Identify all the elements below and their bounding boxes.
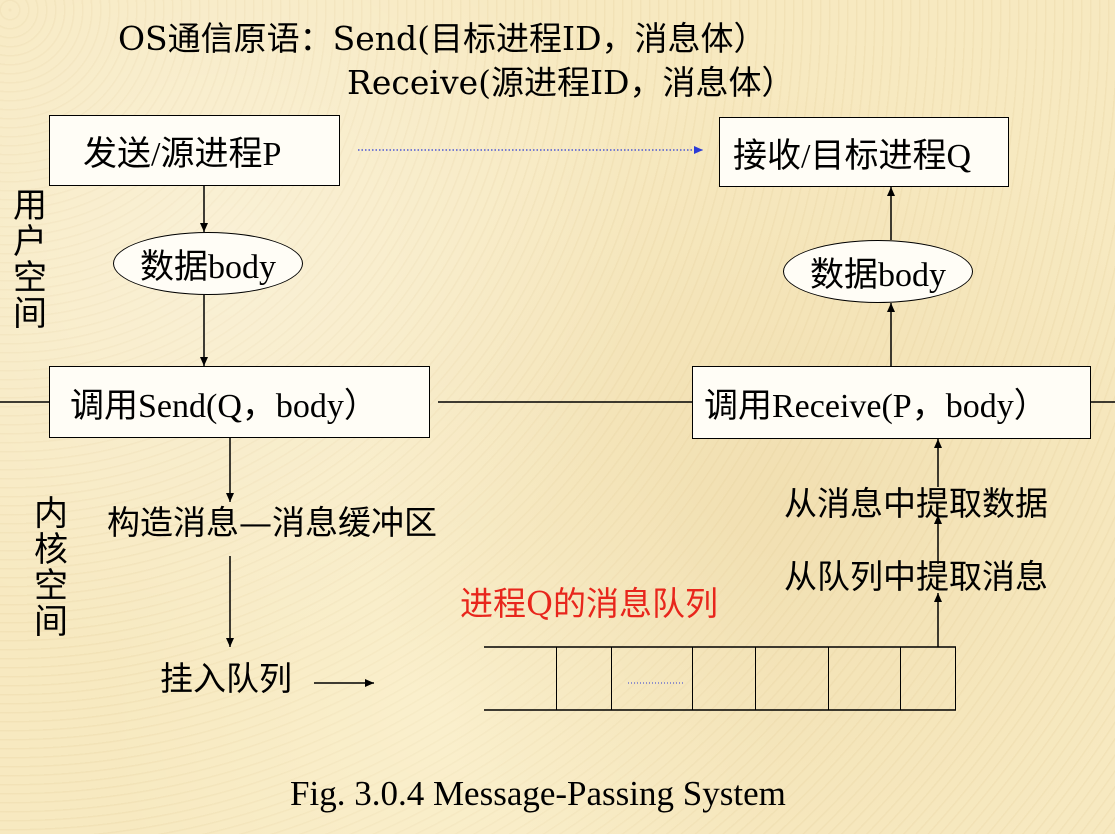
build-message-step: 构造消息—消息缓冲区 [107, 503, 437, 542]
header-send-primitive: OS通信原语：Send(目标进程ID，消息体） [118, 19, 767, 58]
sender-process-label: 发送/源进程P [83, 136, 282, 173]
figure-caption: Fig. 3.0.4 Message-Passing System [290, 774, 786, 813]
message-queue-label: 进程Q的消息队列 [460, 584, 719, 623]
receiver-data-ellipse: 数据body [783, 240, 973, 303]
sender-data-ellipse: 数据body [113, 232, 303, 295]
send-call-box: 调用Send(Q，body） [49, 366, 430, 438]
sender-data-label: 数据body [140, 249, 276, 286]
extract-message-step: 从队列中提取消息 [784, 557, 1048, 596]
queue-cell-divider [900, 647, 956, 710]
send-call-label: 调用Send(Q，body） [70, 387, 378, 425]
receiver-process-box: 接收/目标进程Q [719, 117, 1009, 187]
receiver-data-label: 数据body [810, 257, 946, 294]
user-space-label: 用户 空间 [13, 186, 47, 334]
enqueue-step: 挂入队列 [160, 659, 292, 698]
queue-cell-divider [828, 647, 901, 710]
header-receive-primitive: Receive(源进程ID，消息体） [347, 63, 795, 102]
queue-cell-divider [755, 647, 829, 710]
receive-call-box: 调用Receive(P，body） [692, 366, 1091, 439]
sender-process-box: 发送/源进程P [49, 115, 340, 186]
receiver-process-label: 接收/目标进程Q [733, 137, 971, 175]
kernel-space-label: 内核 空间 [34, 494, 68, 642]
queue-cell-divider [556, 647, 612, 710]
extract-data-step: 从消息中提取数据 [784, 484, 1048, 523]
receive-call-label: 调用Receive(P，body） [704, 388, 1048, 425]
queue-cell-divider [692, 647, 756, 710]
queue-cell-divider [611, 647, 693, 710]
